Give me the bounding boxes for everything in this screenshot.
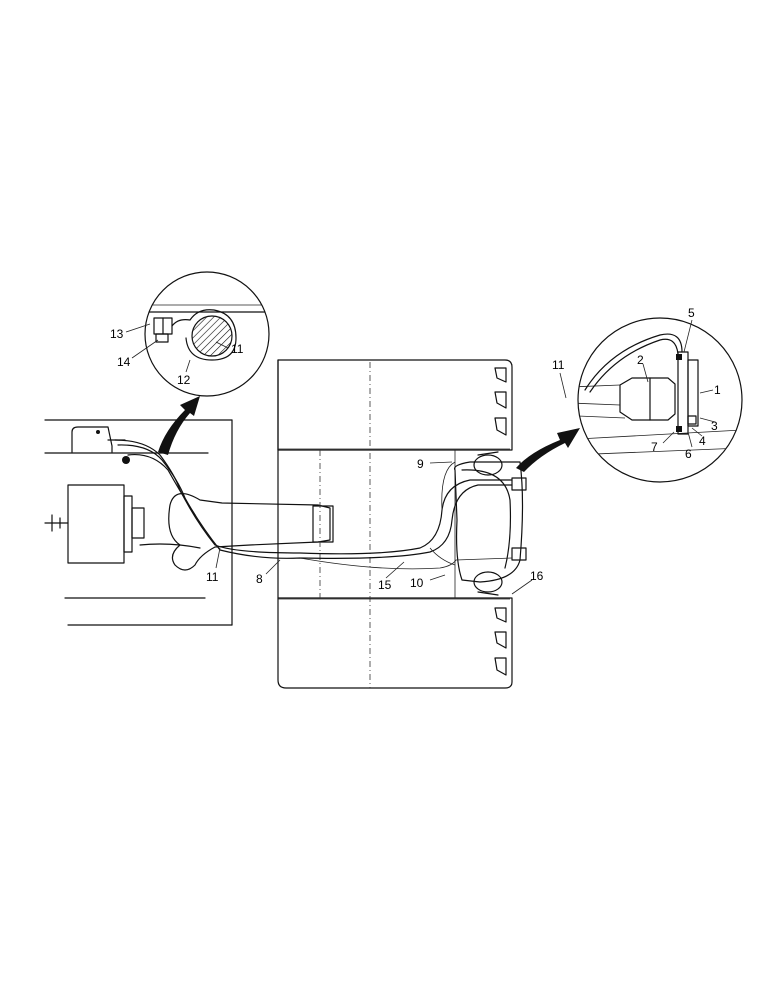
callout-9: 9 — [417, 457, 424, 471]
right-detail-circle — [577, 317, 743, 483]
callout-5: 5 — [688, 306, 695, 320]
callout-15: 15 — [378, 578, 392, 592]
callout-16: 16 — [530, 569, 544, 583]
callout-11-left-detail: 11 — [231, 342, 244, 356]
callout-12: 12 — [177, 373, 191, 387]
callout-13: 13 — [110, 327, 124, 341]
leader-lines — [125, 319, 716, 595]
callout-labels: 13 14 12 11 11 8 9 15 10 16 11 2 5 1 3 4… — [110, 306, 721, 592]
callout-3: 3 — [711, 419, 718, 433]
callout-14: 14 — [117, 355, 131, 369]
callout-8: 8 — [256, 572, 263, 586]
curved-arrow-icon-right — [516, 428, 580, 472]
callout-10: 10 — [410, 576, 424, 590]
callout-2: 2 — [637, 353, 644, 367]
callout-1: 1 — [714, 383, 721, 397]
left-body-panel — [44, 419, 334, 626]
callout-11-right-detail: 11 — [552, 358, 565, 372]
callout-4: 4 — [699, 434, 706, 448]
callout-11-main: 11 — [206, 570, 219, 584]
callout-7: 7 — [651, 440, 658, 454]
callout-6: 6 — [685, 447, 692, 461]
curved-arrow-icon-left — [158, 396, 200, 455]
main-body-panel — [277, 359, 527, 689]
left-detail-circle — [144, 271, 270, 397]
wiring-harness — [114, 439, 513, 570]
